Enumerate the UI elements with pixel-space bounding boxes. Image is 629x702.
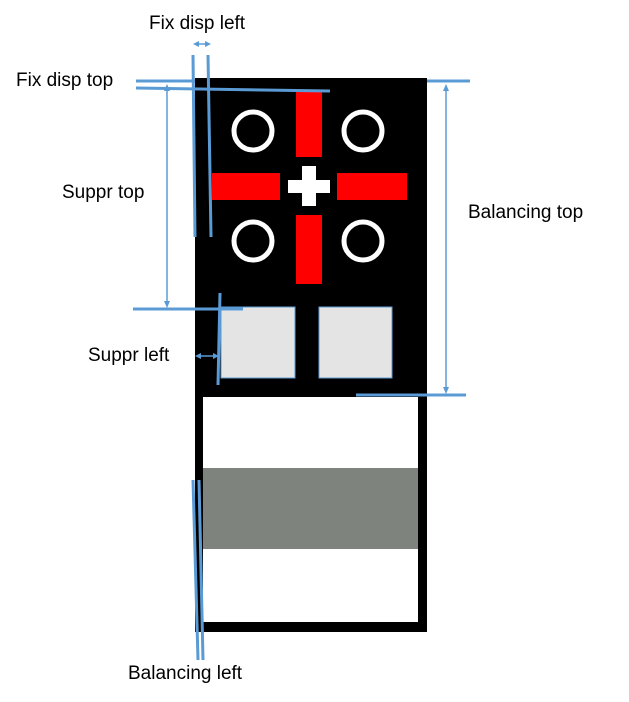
label-balancing-top: Balancing top: [468, 202, 584, 223]
label-fix-disp-left: Fix disp left: [149, 13, 246, 34]
label-balancing-left: Balancing left: [128, 663, 243, 684]
suppr-square-right: [318, 306, 393, 379]
balancing-band: [203, 468, 418, 549]
circle-icons: [231, 109, 385, 263]
red-cross: [212, 90, 407, 284]
label-suppr-left: Suppr left: [88, 345, 170, 366]
label-fix-disp-top: Fix disp top: [16, 70, 114, 91]
measure-lines: [133, 41, 470, 661]
fixation-plus-icon: [288, 166, 330, 206]
label-suppr-top: Suppr top: [62, 182, 145, 203]
suppr-square-left: [220, 306, 296, 379]
